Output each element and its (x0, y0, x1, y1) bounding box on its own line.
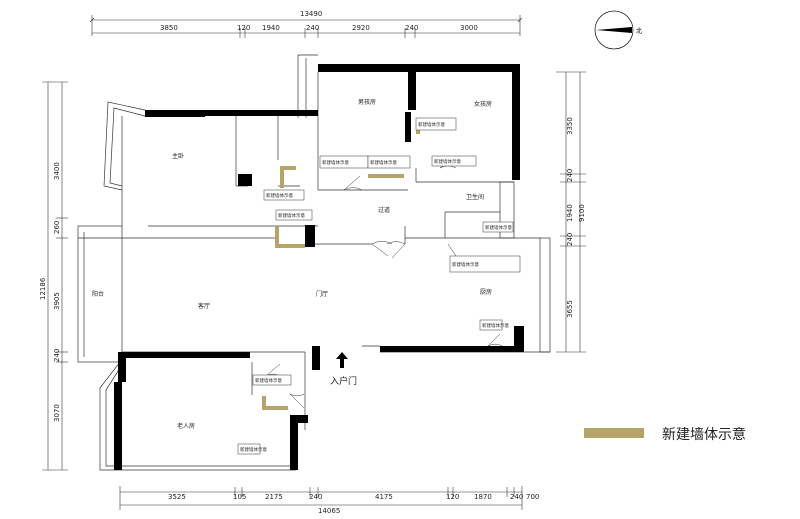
dim-top-seg: 2920 (352, 24, 370, 32)
room-bathroom: 卫生间 (466, 193, 484, 201)
room-kitchen: 厨房 (480, 288, 492, 296)
dim-right-seg: 3655 (566, 300, 574, 318)
annotations: 新建墙体示意 新建墙体示意 新建墙体示意 新建墙体示意 新建墙体示意 新建墙体示… (237, 117, 521, 455)
door-swings (265, 155, 503, 409)
room-elder-room: 老人房 (177, 422, 195, 430)
entrance: 入户门 (330, 352, 357, 387)
dimension-bottom: 3525 105 2175 240 4175 120 1870 240 700 … (119, 486, 539, 515)
existing-walls (114, 64, 524, 470)
dimension-right: 3350 240 1940 9100 240 3655 (556, 71, 586, 353)
dim-right-seg: 1940 (566, 204, 574, 222)
compass: 北 (594, 10, 642, 50)
room-labels: 主卧 男孩房 女孩房 过道 卫生间 阳台 客厅 门厅 厨房 老人房 (92, 98, 492, 430)
dimension-left: 12186 3400 260 3905 240 3070 (39, 81, 68, 471)
room-boy-room: 男孩房 (358, 98, 376, 106)
dimension-top: 13490 3850 120 1940 240 2920 240 3000 (89, 10, 523, 38)
dim-right-total: 9100 (578, 204, 586, 222)
dim-left-seg: 3905 (53, 292, 61, 310)
dim-top-seg: 120 (237, 24, 250, 32)
dim-bottom-seg: 105 (233, 493, 246, 501)
dim-left-seg: 240 (53, 349, 61, 362)
dim-bottom-seg: 120 (446, 493, 459, 501)
legend-label: 新建墙体示意 (662, 426, 746, 443)
dim-right-seg: 240 (566, 233, 574, 246)
dim-left-seg: 260 (53, 221, 61, 234)
room-foyer: 门厅 (316, 290, 328, 298)
room-balcony: 阳台 (92, 290, 104, 298)
room-master-bedroom: 主卧 (172, 152, 184, 160)
note-label: 新建墙体示意 (418, 121, 445, 128)
dim-right-seg: 3350 (566, 117, 574, 135)
room-corridor: 过道 (378, 206, 390, 214)
legend-swatch (584, 428, 644, 438)
legend: 新建墙体示意 (584, 426, 746, 443)
entrance-arrow-icon (336, 352, 348, 368)
note-label: 新建墙体示意 (452, 261, 479, 268)
note-label: 新建墙体示意 (322, 159, 349, 166)
dim-left-seg: 3400 (53, 162, 61, 180)
note-label: 新建墙体示意 (266, 192, 293, 199)
note-label: 新建墙体示意 (278, 212, 305, 219)
dim-bottom-seg: 3525 (168, 493, 186, 501)
dim-left-total: 12186 (39, 277, 47, 300)
dim-bottom-seg: 1870 (474, 493, 492, 501)
dim-bottom-seg: 4175 (375, 493, 393, 501)
dim-top-total: 13490 (300, 10, 322, 18)
dim-top-seg: 3000 (460, 24, 478, 32)
note-label: 新建墙体示意 (485, 224, 512, 231)
entrance-label: 入户门 (330, 375, 357, 387)
note-label: 新建墙体示意 (482, 322, 509, 329)
compass-label: 北 (636, 27, 642, 35)
dim-bottom-seg: 240 (510, 493, 523, 501)
dim-top-seg: 3850 (160, 24, 178, 32)
note-label: 新建墙体示意 (255, 377, 282, 384)
dim-top-seg: 1940 (262, 24, 280, 32)
note-label: 新建墙体示意 (240, 446, 267, 453)
dim-bottom-total: 14065 (318, 507, 340, 515)
dim-bottom-seg: 2175 (265, 493, 283, 501)
north-arrow-icon (596, 27, 632, 33)
note-label: 新建墙体示意 (434, 158, 461, 165)
dim-bottom-seg: 700 (526, 493, 539, 501)
dim-bottom-seg: 240 (309, 493, 322, 501)
dim-right-seg: 240 (566, 169, 574, 182)
room-girl-room: 女孩房 (474, 100, 492, 108)
dim-top-seg: 240 (405, 24, 418, 32)
dim-top-seg: 240 (306, 24, 319, 32)
room-living-room: 客厅 (198, 302, 210, 310)
dim-left-seg: 3070 (53, 404, 61, 422)
note-label: 新建墙体示意 (370, 159, 397, 166)
